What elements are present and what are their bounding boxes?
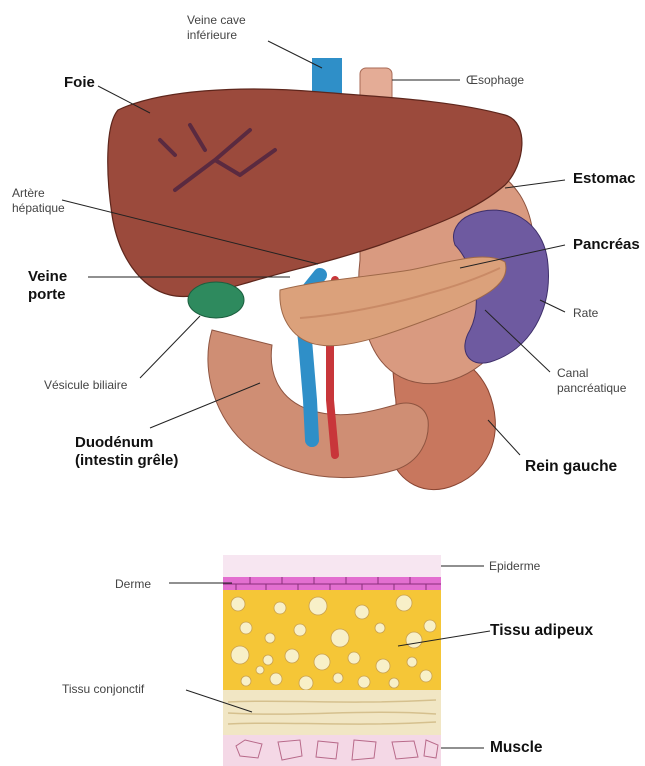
label-artere-hepatique: Artère hépatique [12,186,65,216]
label-vesicule: Vésicule biliaire [44,378,127,393]
label-rate: Rate [573,306,598,321]
label-epiderme: Epiderme [489,559,540,574]
organs-illustration [108,58,549,490]
label-rein-gauche: Rein gauche [525,458,617,476]
label-tissu-adipeux: Tissu adipeux [490,622,593,640]
label-foie: Foie [64,74,95,92]
label-tissu-conjonctif: Tissu conjonctif [62,682,144,697]
label-derme: Derme [115,577,151,592]
label-veine-porte: Veine porte [28,268,67,304]
label-canal: Canal pancréatique [557,366,626,396]
label-veine-cave: Veine cave inférieure [187,13,246,43]
label-estomac: Estomac [573,170,636,188]
gallbladder [188,282,244,318]
epidermis-layer [223,555,441,577]
label-duodenum: Duodénum (intestin grêle) [75,434,178,470]
label-oesophage: Œsophage [466,73,524,88]
label-pancreas: Pancréas [573,236,640,254]
label-muscle: Muscle [490,739,543,757]
skin-section [223,555,441,766]
muscle-layer [223,735,441,766]
